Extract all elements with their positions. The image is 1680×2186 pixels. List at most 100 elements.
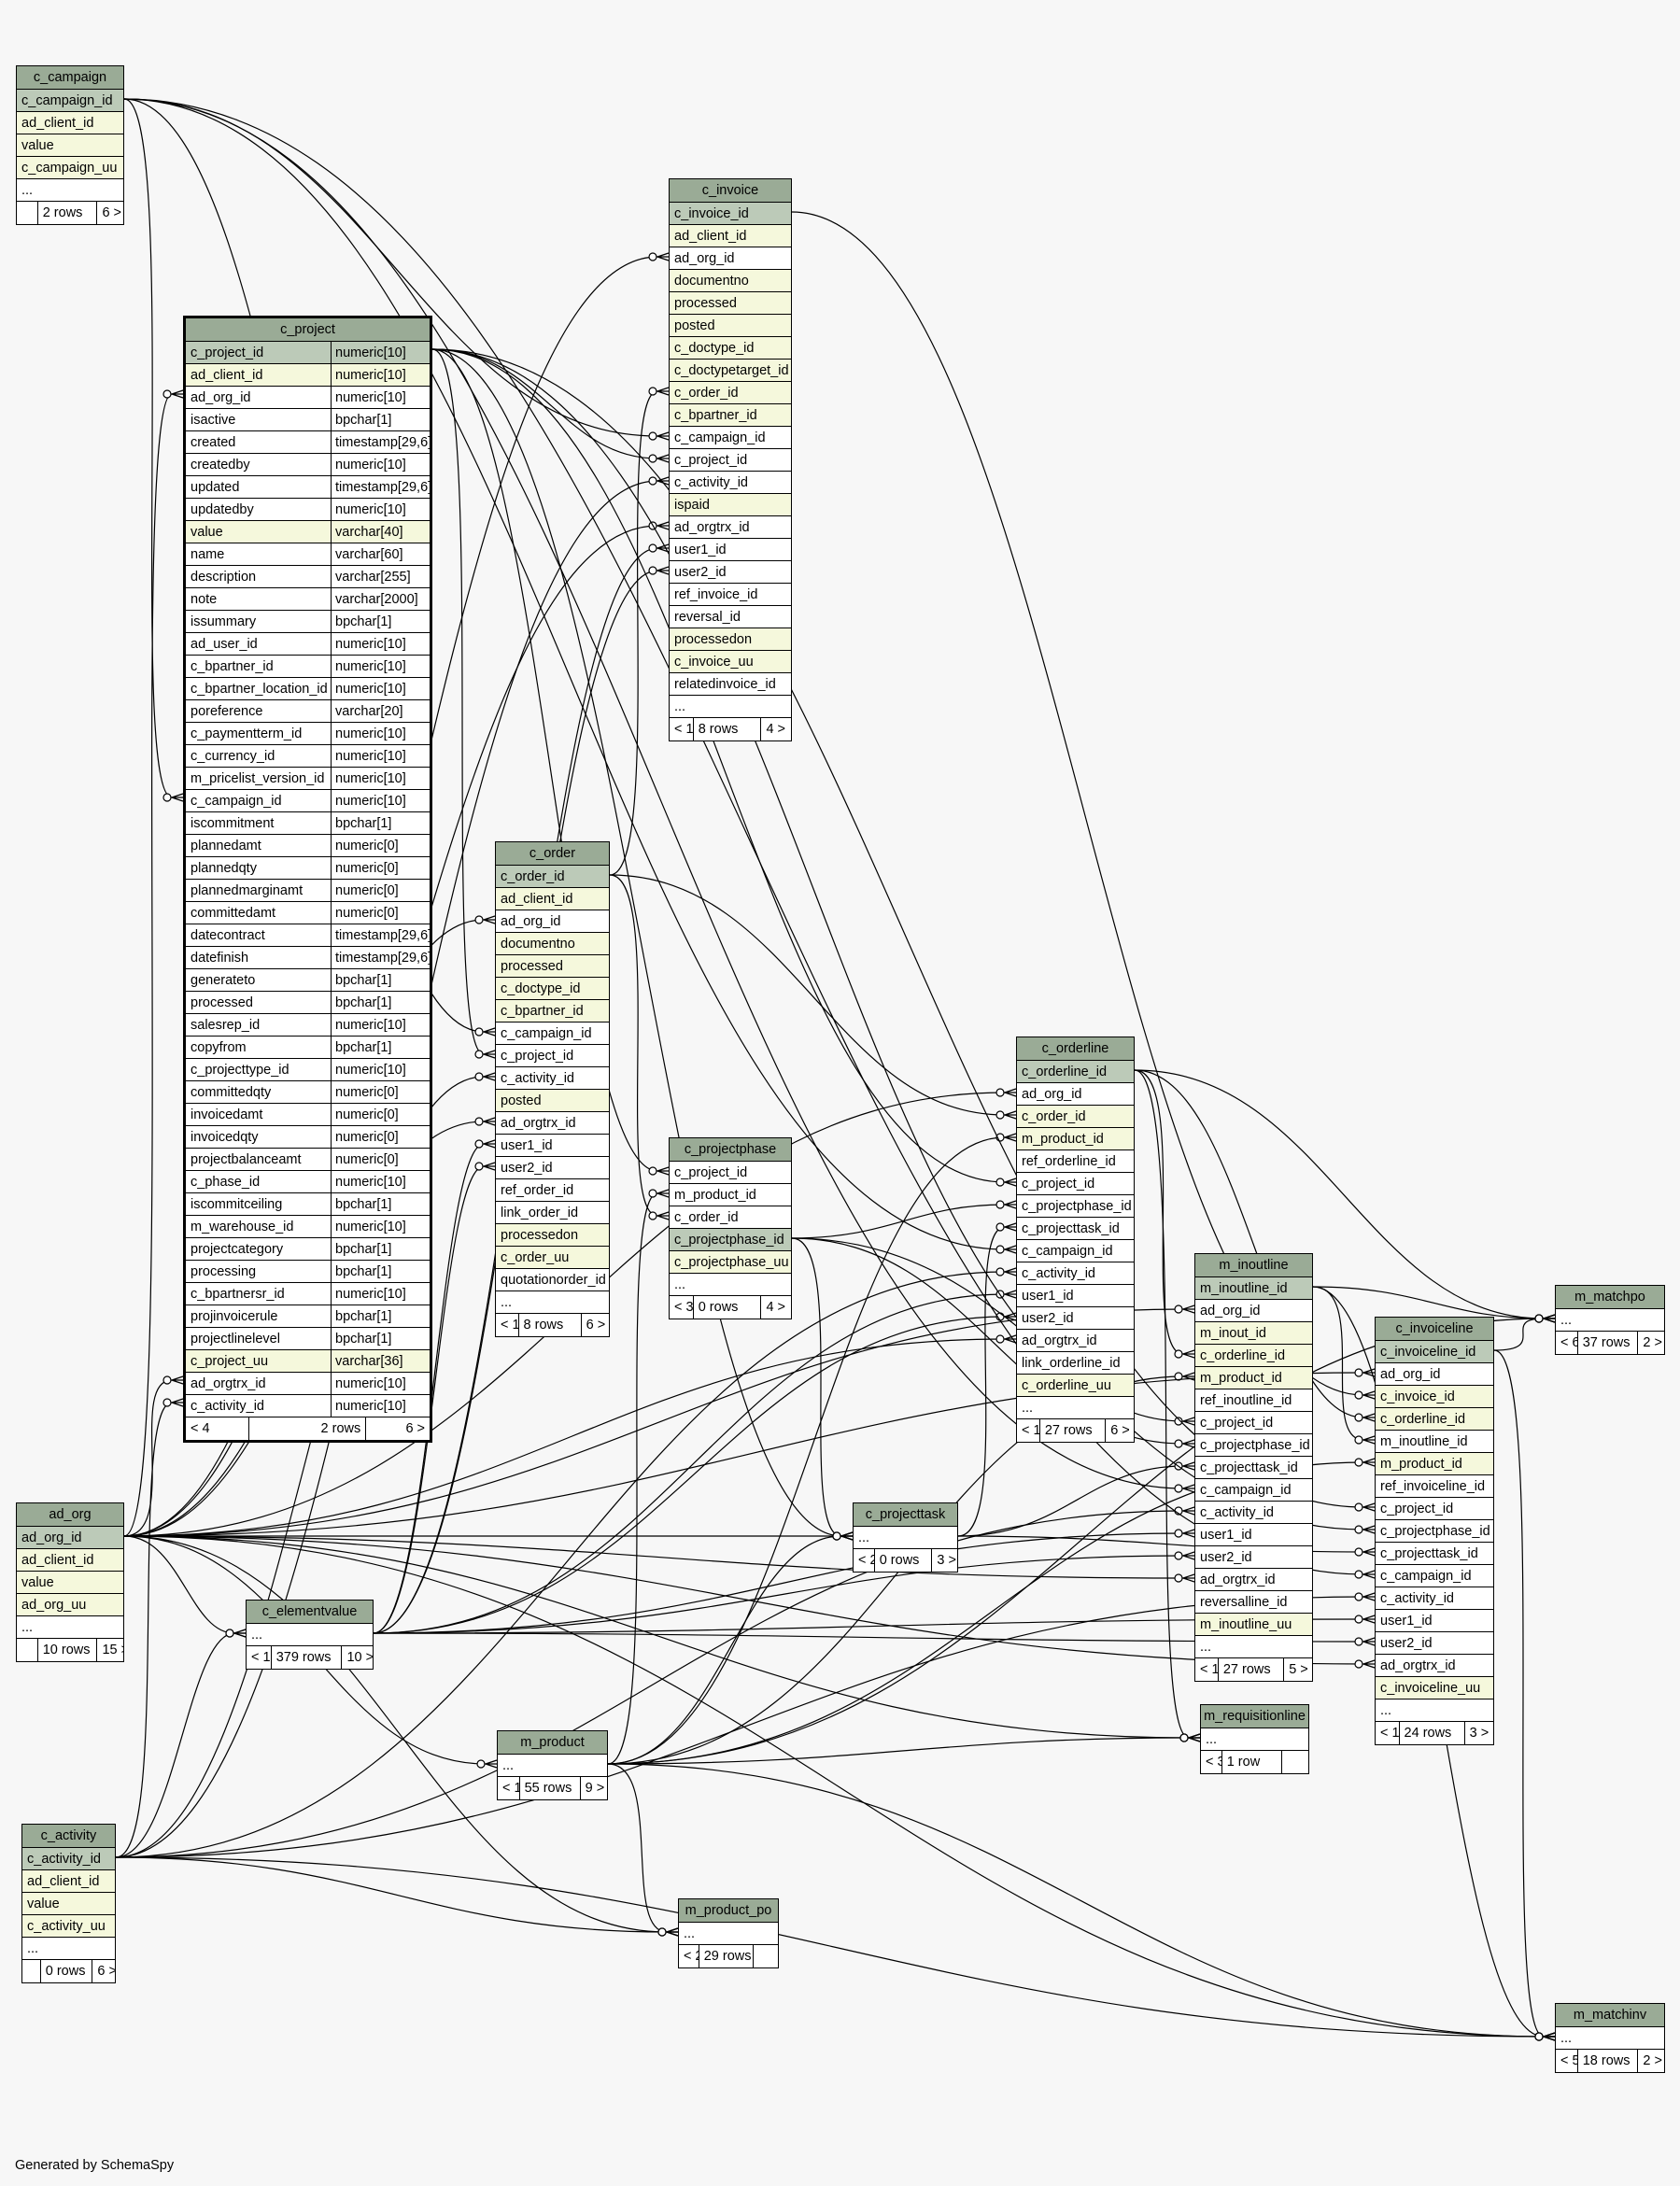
row-count[interactable]: 27 rows [1219,1658,1285,1681]
row-count[interactable]: 18 rows [1578,2050,1639,2072]
child-count[interactable]: 6 > [1110,1423,1130,1438]
column-user1-id[interactable]: user1_id [1195,1524,1312,1546]
column-c-project-id[interactable]: c_project_id [1017,1173,1134,1195]
more-columns[interactable]: ... [670,1274,791,1296]
row-count[interactable]: 29 rows [699,1945,755,1967]
child-count[interactable]: 3 > [937,1553,956,1568]
column-ad-client-id[interactable]: ad_client_id [17,1549,123,1572]
parent-count[interactable]: < 10 [496,1314,519,1336]
row-count[interactable]: 27 rows [1040,1419,1107,1442]
table-title[interactable]: c_invoiceline [1376,1318,1493,1341]
column-c-campaign-id[interactable]: c_campaign_id [1017,1240,1134,1262]
column-ref-order-id[interactable]: ref_order_id [496,1179,609,1202]
table-title[interactable]: c_project [186,318,430,342]
child-count[interactable]: 15 > [102,1643,123,1657]
column-user1-id[interactable]: user1_id [1017,1285,1134,1307]
child-count[interactable]: 4 > [766,722,785,737]
more-columns[interactable]: ... [1376,1699,1493,1722]
column-value[interactable]: value [17,1572,123,1594]
column-ad-orgtrx-id[interactable]: ad_orgtrx_id [1376,1655,1493,1677]
row-count[interactable]: 55 rows [520,1777,581,1799]
row-count[interactable]: 8 rows [519,1314,582,1336]
column-c-order-id[interactable]: c_order_id [1017,1106,1134,1128]
column-c-campaign-id[interactable]: c_campaign_id [670,427,791,449]
column-m-product-id[interactable]: m_product_id [1376,1453,1493,1475]
more-columns[interactable]: ... [1556,1309,1664,1332]
column-quotationorder-id[interactable]: quotationorder_id [496,1269,609,1291]
child-count[interactable]: 6 > [586,1318,606,1333]
column-c-projectphase-uu[interactable]: c_projectphase_uu [670,1251,791,1274]
more-columns[interactable]: ... [1017,1397,1134,1419]
parent-count[interactable] [22,1960,41,1982]
child-count[interactable]: 6 > [97,1964,115,1979]
more-columns[interactable]: ... [854,1527,957,1549]
more-columns[interactable]: ... [247,1624,373,1646]
column-c-campaign-uu[interactable]: c_campaign_uu [17,157,123,179]
table-title[interactable]: c_orderline [1017,1037,1134,1061]
child-count[interactable]: 9 > [585,1781,605,1796]
column-c-activity-id[interactable]: c_activity_id [496,1067,609,1090]
column-c-projectphase-id[interactable]: c_projectphase_id [1017,1195,1134,1218]
column-c-order-id[interactable]: c_order_id [496,866,609,888]
column-c-activity-id[interactable]: c_activity_id [670,472,791,494]
column-processedon[interactable]: processedon [670,628,791,651]
parent-count[interactable]: < 1 [498,1777,520,1799]
child-count[interactable]: 3 > [1469,1726,1489,1741]
column-c-bpartner-id[interactable]: c_bpartner_id [670,404,791,427]
column-m-product-id[interactable]: m_product_id [670,1184,791,1206]
column-c-order-id[interactable]: c_order_id [670,382,791,404]
table-title[interactable]: c_projecttask [854,1503,957,1527]
more-columns[interactable]: ... [1556,2027,1664,2050]
column-user1-id[interactable]: user1_id [496,1135,609,1157]
column-c-projectphase-id[interactable]: c_projectphase_id [1376,1520,1493,1543]
column-c-invoiceline-uu[interactable]: c_invoiceline_uu [1376,1677,1493,1699]
column-c-invoice-id[interactable]: c_invoice_id [670,203,791,225]
table-title[interactable]: c_elementvalue [247,1601,373,1624]
table-title[interactable]: m_requisitionline [1201,1705,1308,1728]
column-c-doctype-id[interactable]: c_doctype_id [496,978,609,1000]
column-c-orderline-id[interactable]: c_orderline_id [1017,1061,1134,1083]
column-ad-org-id[interactable]: ad_org_id [17,1527,123,1549]
column-m-inoutline-id[interactable]: m_inoutline_id [1195,1277,1312,1300]
child-count[interactable]: 2 > [1643,1335,1662,1350]
column-ad-client-id[interactable]: ad_client_id [496,888,609,910]
column-ad-org-id[interactable]: ad_org_id [496,910,609,933]
parent-count[interactable] [17,1639,38,1661]
row-count[interactable]: 0 rows [41,1960,93,1982]
column-ad-orgtrx-id[interactable]: ad_orgtrx_id [1017,1330,1134,1352]
column-ad-orgtrx-id[interactable]: ad_orgtrx_id [496,1112,609,1135]
column-link-orderline-id[interactable]: link_orderline_id [1017,1352,1134,1375]
row-count[interactable]: 0 rows [875,1549,933,1572]
row-count[interactable]: 1 row [1222,1751,1283,1773]
child-count[interactable]: 6 > [102,205,121,220]
column-c-project-id[interactable]: c_project_id [670,1162,791,1184]
column-posted[interactable]: posted [670,315,791,337]
column-c-projecttask-id[interactable]: c_projecttask_id [1017,1218,1134,1240]
column-c-projecttask-id[interactable]: c_projecttask_id [1376,1543,1493,1565]
column-c-activity-uu[interactable]: c_activity_uu [22,1915,115,1938]
column-m-product-id[interactable]: m_product_id [1195,1367,1312,1389]
column-c-orderline-uu[interactable]: c_orderline_uu [1017,1375,1134,1397]
table-title[interactable]: m_matchinv [1556,2004,1664,2027]
